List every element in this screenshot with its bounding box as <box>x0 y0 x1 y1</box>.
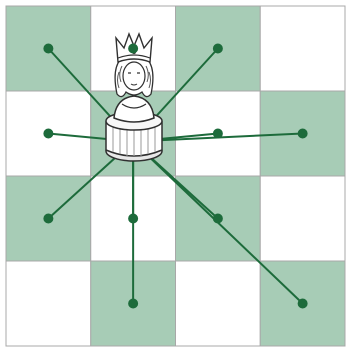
move-target-dot-1-2 <box>213 129 223 139</box>
move-target-dot-1-3 <box>298 129 308 139</box>
move-target-dot-1-0 <box>43 129 53 139</box>
move-target-dot-0-2 <box>213 44 223 54</box>
queen-face <box>123 62 145 90</box>
move-target-dot-2-2 <box>213 214 223 224</box>
board-square-3-2 <box>176 261 261 346</box>
move-target-dot-2-1 <box>128 214 138 224</box>
move-target-dot-3-1 <box>128 299 138 309</box>
board-square-0-3 <box>260 6 345 91</box>
move-target-dot-3-3 <box>298 299 308 309</box>
board-square-3-0 <box>6 261 91 346</box>
move-target-dot-2-0 <box>43 214 53 224</box>
move-target-dot-0-0 <box>43 44 53 54</box>
board-square-2-3 <box>260 176 345 261</box>
move-target-dot-0-1 <box>128 44 138 54</box>
